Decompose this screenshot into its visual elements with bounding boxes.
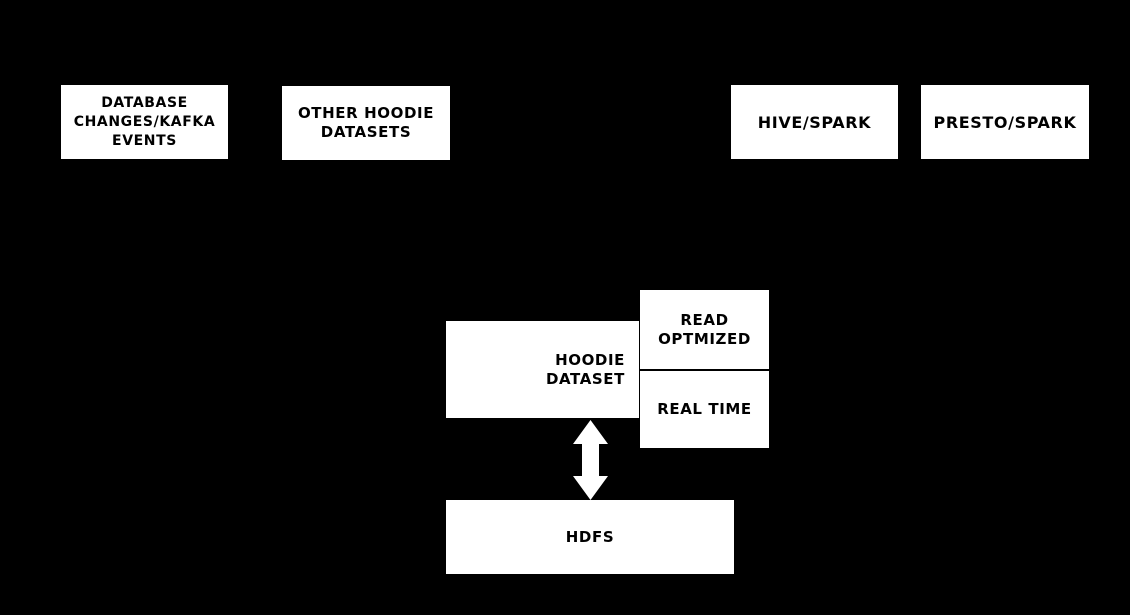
node-label-line: OTHER HOODIE bbox=[297, 104, 435, 122]
node-label-line: REAL TIME bbox=[657, 400, 752, 418]
node-label-line: EVENTS bbox=[112, 132, 177, 149]
node-label-line: HIVE/SPARK bbox=[757, 112, 872, 132]
node-hdfs: HDFS bbox=[446, 500, 734, 574]
node-label-line: DATABASE bbox=[101, 94, 188, 111]
node-hoodie-dataset: HOODIE DATASET bbox=[446, 321, 639, 418]
node-label-line: DATASET bbox=[545, 369, 625, 388]
node-label-line: HDFS bbox=[565, 527, 615, 546]
node-presto-spark: PRESTO/SPARK bbox=[921, 85, 1089, 159]
node-label-line: HOODIE bbox=[555, 350, 625, 369]
node-read-optimized-view: READ OPTMIZED bbox=[640, 290, 769, 369]
node-label-line: CHANGES/KAFKA bbox=[73, 113, 216, 130]
node-label-line: PRESTO/SPARK bbox=[933, 112, 1077, 132]
node-label-line: DATASETS bbox=[320, 123, 412, 141]
node-database-changes-kafka-events: DATABASE CHANGES/KAFKA EVENTS bbox=[61, 85, 228, 159]
node-label-line: OPTMIZED bbox=[658, 329, 751, 348]
bidirectional-arrow-icon bbox=[573, 420, 608, 500]
node-other-hoodie-datasets: OTHER HOODIE DATASETS bbox=[282, 86, 450, 160]
node-label-line: READ bbox=[680, 310, 729, 329]
node-hive-spark: HIVE/SPARK bbox=[731, 85, 898, 159]
node-real-time-view: REAL TIME bbox=[640, 371, 769, 448]
